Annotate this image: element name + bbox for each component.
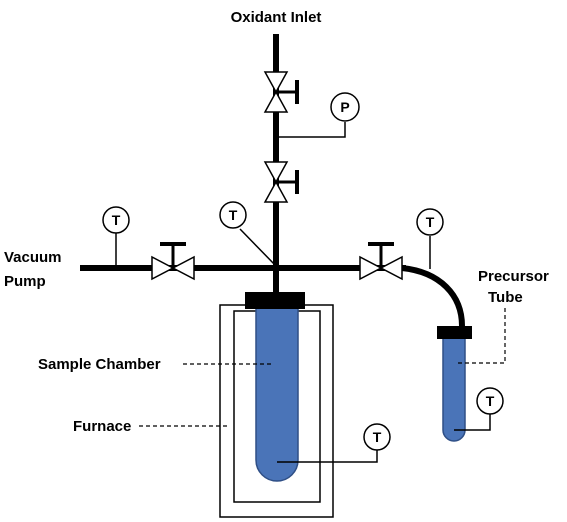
chamber-temperature-gauge: T xyxy=(363,423,391,451)
sample-chamber-tube xyxy=(255,307,299,482)
sample-chamber-label: Sample Chamber xyxy=(38,356,161,373)
precursor-valve[interactable] xyxy=(359,242,403,281)
precursor-tube-temperature-gauge: T xyxy=(476,387,504,415)
sample-chamber-cap xyxy=(245,292,305,309)
center-temperature-gauge: T xyxy=(219,201,247,229)
gauge-leads xyxy=(115,122,491,463)
tube-label: Tube xyxy=(488,289,523,306)
vacuum-line-temperature-gauge: T xyxy=(102,206,130,234)
label-leaders xyxy=(139,308,506,427)
lower-oxidant-valve[interactable] xyxy=(263,161,299,203)
vacuum-valve[interactable] xyxy=(151,242,195,281)
pressure-gauge-label: P xyxy=(340,99,349,115)
precursor-tube-leader xyxy=(456,308,506,364)
precursor-tube-temp-label: T xyxy=(486,393,495,409)
precursor-line-temp-label: T xyxy=(426,214,435,230)
pressure-gauge-lead xyxy=(276,122,346,138)
oxidant-inlet-label: Oxidant Inlet xyxy=(231,9,322,26)
vacuum-label: Vacuum xyxy=(4,249,62,266)
upper-oxidant-valve[interactable] xyxy=(263,71,299,113)
chamber-temp-label: T xyxy=(373,429,382,445)
precursor-pipe xyxy=(401,265,465,327)
pressure-gauge: P xyxy=(330,92,360,122)
precursor-label: Precursor xyxy=(478,268,549,285)
furnace-label: Furnace xyxy=(73,418,131,435)
precursor-tube xyxy=(442,335,466,442)
chamber-temp-lead xyxy=(277,450,378,463)
precursor-tube-temp-lead xyxy=(454,414,491,431)
vacuum-temp-label: T xyxy=(112,212,121,228)
pump-label: Pump xyxy=(4,273,46,290)
center-temp-label: T xyxy=(229,207,238,223)
center-temp-lead xyxy=(239,228,277,267)
precursor-tube-cap xyxy=(437,326,472,339)
precursor-line-temperature-gauge: T xyxy=(416,208,444,236)
